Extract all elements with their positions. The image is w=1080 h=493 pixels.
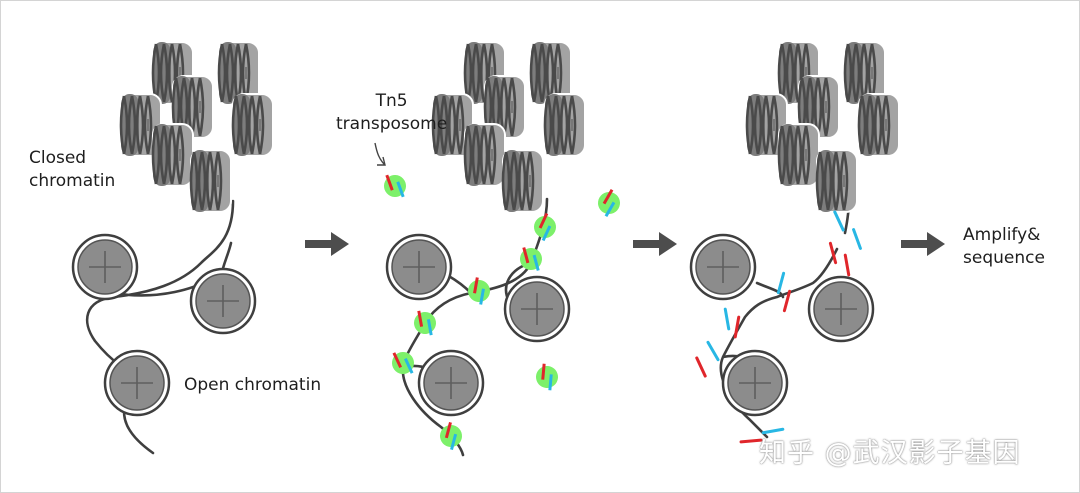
closed-chromatin-cluster [431,41,586,213]
closed-nucleosome [189,149,232,213]
closed-chromatin-label-line2: chromatin [29,171,116,191]
nucleosome-icon [385,233,453,301]
tn5-transposome-icon [520,247,542,271]
adapter-pair [739,438,763,444]
amplify-label-line2: sequence [963,248,1045,268]
tn5-transposome-icon [440,422,462,450]
adapter-pair [852,228,862,250]
adapter-pair [776,271,786,295]
tn5-transposome-icon [534,212,556,242]
closed-nucleosome [777,123,820,187]
closed-nucleosome [431,93,474,157]
adapter-pair [733,315,741,339]
tn5-transposome-icon [384,174,406,198]
amplify-label-line1: Amplify& [963,225,1041,245]
amplify-sequence-label: Amplify& sequence [963,224,1045,270]
closed-nucleosome [745,93,788,157]
adapter-pair [833,210,845,232]
watermark: 知乎 @武汉影子基因 [759,438,1021,469]
step-arrow-icon [633,232,677,256]
closed-chromatin-label: Closed chromatin [29,147,115,193]
tn5-transposome-icon [414,310,436,336]
adapter-pair [695,356,707,378]
tn5-transposome-label: Tn5 transposome [336,90,447,136]
tn5-label-line2: transposome [336,114,448,134]
tn5-transposome-icon [598,188,620,218]
tn5-label-line1: Tn5 [375,91,408,111]
step-arrow-icon [305,232,349,256]
adapter-pair [761,427,785,435]
closed-nucleosome [543,93,586,157]
tn5-transposome-icon [468,277,490,305]
panel-3-fragments [689,41,900,444]
dna-strand [719,197,851,439]
closed-chromatin-label-line1: Closed [29,148,87,168]
nucleosome-icon [689,233,757,301]
nucleosome-icon [103,349,171,417]
adapter-pair [782,289,792,313]
nucleosome-icon [189,267,257,335]
closed-nucleosome [501,149,544,213]
closed-nucleosome [119,93,162,157]
tn5-pointer [374,142,386,166]
step-arrow-icon [901,232,945,256]
panel-2-transposition [374,41,620,457]
tn5-transposome-icon [392,352,414,374]
closed-chromatin-cluster [119,41,274,213]
nucleosome-icon [417,349,485,417]
closed-nucleosome [231,93,274,157]
adapter-pair [706,340,720,362]
step-arrows [305,232,945,256]
closed-nucleosome [171,75,214,139]
nucleosome-icon [71,233,139,301]
nucleosome-icon [721,349,789,417]
open-chromatin-label: Open chromatin [184,375,322,395]
panel-1-chromatin [71,41,274,455]
closed-nucleosome [463,123,506,187]
adapter-pair [843,253,851,277]
closed-nucleosome [815,149,858,213]
nucleosome-icon [503,275,571,343]
closed-nucleosome [857,93,900,157]
nucleosome-icon [807,275,875,343]
tn5-transposome-icon [536,363,558,391]
adapter-pair [723,307,731,331]
adapter-pair [828,241,838,265]
closed-chromatin-cluster [745,41,900,213]
closed-nucleosome [151,123,194,187]
